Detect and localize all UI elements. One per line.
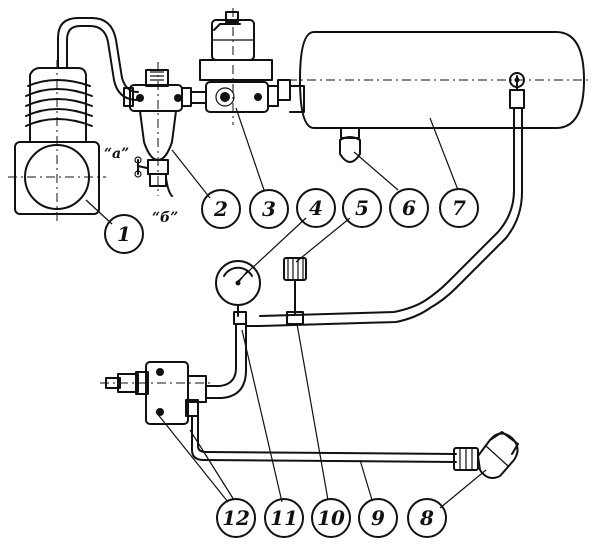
- junction-to-valve-pipe: [205, 323, 261, 399]
- pressure-regulator: [123, 62, 192, 197]
- pressure-gauge: [215, 260, 261, 325]
- regulator-to-valve-pipe: [190, 91, 207, 104]
- svg-text:2: 2: [213, 197, 228, 221]
- callout-3: 3: [249, 189, 289, 229]
- callout-12: 12: [216, 498, 256, 538]
- callout-4: 4: [296, 188, 336, 228]
- callout-1: 1: [104, 214, 144, 254]
- filter-head: [283, 257, 307, 325]
- svg-text:11: 11: [270, 506, 298, 530]
- mark-b: “б”: [152, 210, 178, 226]
- brake-control-valve: [100, 361, 214, 425]
- callout-6: 6: [389, 188, 429, 228]
- svg-text:4: 4: [309, 196, 323, 220]
- leader-lines: [85, 107, 487, 509]
- callout-2: 2: [201, 189, 241, 229]
- coupling-head: [453, 431, 519, 479]
- callout-11: 11: [264, 498, 304, 538]
- mark-a: “а”: [104, 146, 129, 162]
- pressure-valve: [199, 8, 279, 125]
- callout-7: 7: [439, 188, 479, 228]
- receiver-main-pipe: [259, 75, 523, 327]
- callout-5: 5: [342, 188, 382, 228]
- air-receiver: [277, 31, 592, 163]
- svg-text:8: 8: [419, 506, 434, 530]
- svg-text:9: 9: [371, 506, 385, 530]
- svg-text:7: 7: [452, 196, 466, 220]
- svg-text:3: 3: [262, 197, 276, 221]
- compressor: [8, 60, 106, 222]
- svg-text:12: 12: [222, 506, 250, 530]
- svg-text:5: 5: [355, 196, 369, 220]
- callout-9: 9: [358, 498, 398, 538]
- svg-text:1: 1: [117, 222, 131, 246]
- svg-text:10: 10: [317, 506, 345, 530]
- callout-8: 8: [407, 498, 447, 538]
- callout-10: 10: [311, 498, 351, 538]
- svg-text:6: 6: [402, 196, 416, 220]
- brake-line-pipe: [191, 415, 457, 463]
